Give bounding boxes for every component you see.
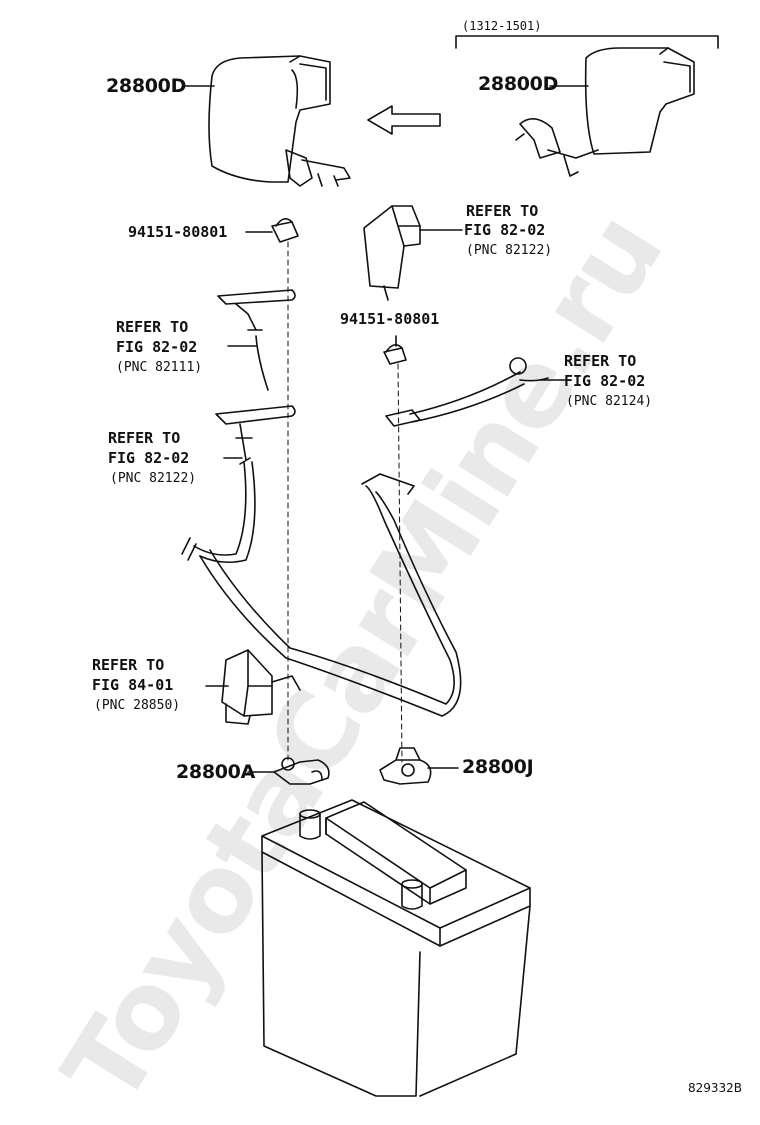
diagram-code: 829332B <box>688 1081 743 1095</box>
part-label-nut-left: 94151-80801 <box>128 223 228 241</box>
ref5-line1: REFER TO <box>92 656 165 674</box>
clamp-negative <box>273 757 330 785</box>
main-harness <box>199 473 462 717</box>
ref3-line2: FIG 82-02 <box>564 372 646 390</box>
nut-right <box>383 344 407 365</box>
part-label-nut-right: 94151-80801 <box>340 310 440 328</box>
ref4-line3: (PNC 82122) <box>110 471 197 486</box>
direction-arrow <box>367 105 441 135</box>
part-label-clamp-positive: 28800J <box>462 756 534 778</box>
cable-82124 <box>385 357 549 427</box>
terminal-cover <box>363 205 421 301</box>
ref5-line2: FIG 84-01 <box>92 676 174 694</box>
cable-82111 <box>217 289 296 391</box>
ref1-line1: REFER TO <box>466 202 539 220</box>
ref2-line2: FIG 82-02 <box>116 338 198 356</box>
nut-left <box>271 218 299 243</box>
current-sensor <box>221 649 301 725</box>
ref4-line1: REFER TO <box>108 429 181 447</box>
ref2-line3: (PNC 82111) <box>116 360 203 375</box>
ref1-line2: FIG 82-02 <box>464 221 546 239</box>
centerline-right <box>397 363 403 763</box>
battery-cover-right <box>515 47 695 177</box>
ref2-line1: REFER TO <box>116 318 189 336</box>
part-label-clamp-negative: 28800A <box>176 761 256 783</box>
clamp-positive <box>379 747 432 785</box>
ref3-line1: REFER TO <box>564 352 637 370</box>
ref4-line2: FIG 82-02 <box>108 449 190 467</box>
date-range-bracket <box>455 35 719 49</box>
part-label-cover-left: 28800D <box>106 75 187 97</box>
cable-82122 <box>181 405 296 564</box>
part-label-cover-right: 28800D <box>478 73 559 95</box>
ref5-line3: (PNC 28850) <box>94 698 181 713</box>
battery <box>261 799 531 1097</box>
ref1-line3: (PNC 82122) <box>466 243 553 258</box>
ref3-line3: (PNC 82124) <box>566 394 653 409</box>
battery-cover-left <box>208 55 351 187</box>
date-range: (1312-1501) <box>462 19 542 33</box>
